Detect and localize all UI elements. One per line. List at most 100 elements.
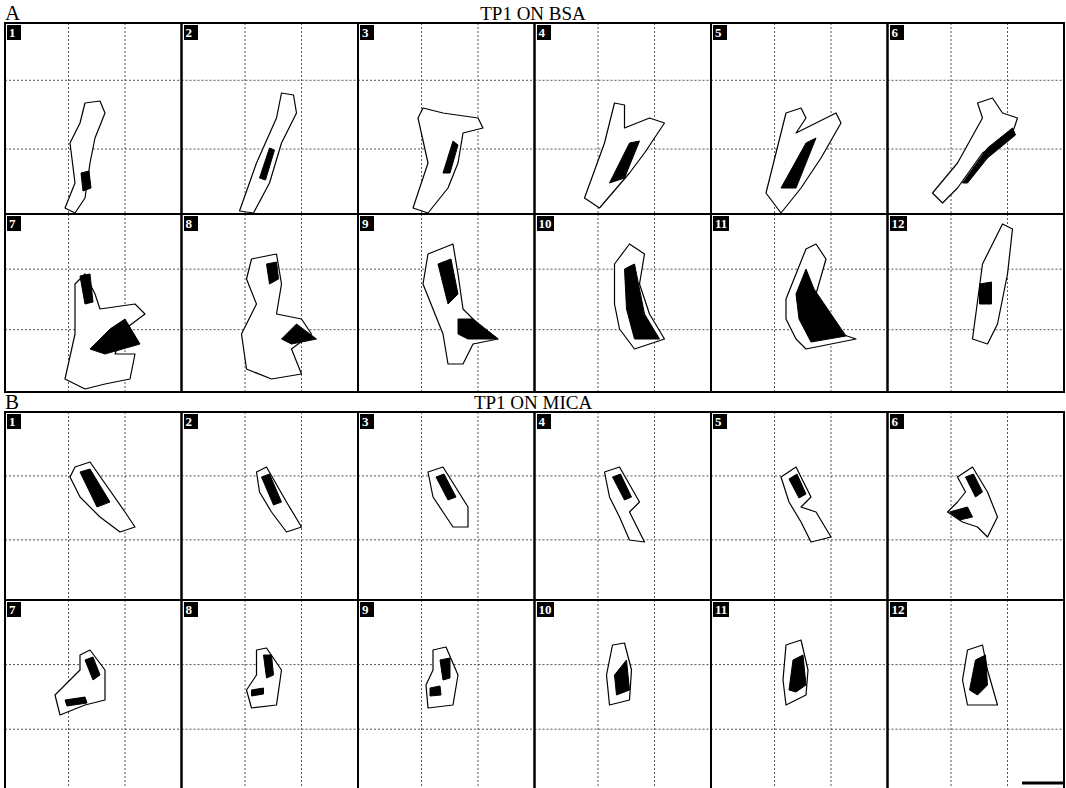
callout-number: 1 [7,25,21,40]
callout-number: 6 [890,25,904,40]
grid-line [711,80,888,81]
callout-number: 4 [537,414,551,429]
nucleus-blob [80,469,110,507]
grid-line [535,539,712,540]
grid-line [478,214,479,392]
callout-number: 10 [537,602,554,617]
grid-line [358,80,535,81]
panel-title: TP1 ON BSA [480,4,586,23]
grid-line [301,412,302,600]
cell-outline [963,645,998,705]
cell-outline [615,244,665,349]
cell-outline [257,467,302,532]
cell-outline [413,108,483,213]
frame-cell [5,23,182,214]
grid-line [535,80,712,81]
cell-outline [426,647,458,708]
cell-outline [423,244,498,364]
callout-number: 3 [360,414,374,429]
nucleus-blob [610,141,640,183]
cell-outline [65,101,105,213]
nucleus-blob [443,141,458,173]
frame-cell [5,214,182,392]
cell-outline [781,467,831,542]
frame-cell [358,412,535,600]
callout-number: 11 [713,216,729,231]
frame-cell [888,600,1065,788]
grid-line [831,600,832,788]
grid-line [951,214,952,392]
grid-line [654,600,655,788]
grid-line [654,412,655,600]
callout-number: 8 [184,602,198,617]
frame-cell [888,23,1065,214]
panel-title: TP1 ON MICA [474,393,592,412]
grid-line [888,539,1065,540]
grid-line [888,729,1065,730]
grid-line [774,214,775,392]
nucleus-blob [65,697,87,706]
grid-line [421,412,422,600]
nucleus-blob [81,171,91,191]
nucleus-blob [950,507,973,520]
grid-line [1007,412,1008,600]
grid-line [421,214,422,392]
grid-line [5,539,182,540]
frame-cell [711,412,888,600]
cell-outline [766,108,841,213]
grid-line [245,412,246,600]
nucleus-blob [789,474,806,498]
nucleus-blob [85,657,100,680]
grid-line [182,80,359,81]
nucleus-blob [440,658,450,680]
nucleus-blob [80,274,93,304]
frame-cell [535,23,712,214]
nucleus-blob [436,474,456,500]
grid-line [831,412,832,600]
callout-number: 12 [890,602,907,617]
grid-line [1007,600,1008,788]
nucleus-blob [789,655,806,692]
frame-cell [182,600,359,788]
callout-number: 11 [713,602,729,617]
frame-cell [5,412,182,600]
frame-cell [711,23,888,214]
grid-line [5,269,182,270]
nucleus-blob [458,319,498,339]
nucleus-blob [963,128,1016,183]
nucleus-blob [262,474,282,505]
grid-line [598,214,599,392]
grid-line [245,23,246,214]
grid-line [654,23,655,214]
nucleus-blob [980,282,992,304]
grid-line [5,80,182,81]
cell-outline [55,650,105,715]
grid-line [598,412,599,600]
nucleus-blob [615,660,630,695]
nucleus-blob [613,474,632,500]
nucleus-blob [267,262,279,284]
frame-cell [535,214,712,392]
frame-cell [358,214,535,392]
nucleus-blob [282,324,317,344]
frame-cell [182,412,359,600]
nucleus-blob [966,474,983,497]
grid-line [951,412,952,600]
grid-line [301,600,302,788]
callout-number: 3 [360,25,374,40]
callout-number: 12 [890,216,907,231]
frame-cell [358,600,535,788]
frame-cell [888,412,1065,600]
grid-line [301,23,302,214]
grid-line [774,600,775,788]
frame-cell [358,23,535,214]
callout-number: 5 [713,25,727,40]
callout-number: 10 [537,216,554,231]
grid-line [5,729,182,730]
nucleus-blob [970,655,988,695]
frame-cell [5,600,182,788]
nucleus-blob [781,138,816,188]
grid-line [831,214,832,392]
frame-cell [182,23,359,214]
cell-outline [933,98,1018,203]
